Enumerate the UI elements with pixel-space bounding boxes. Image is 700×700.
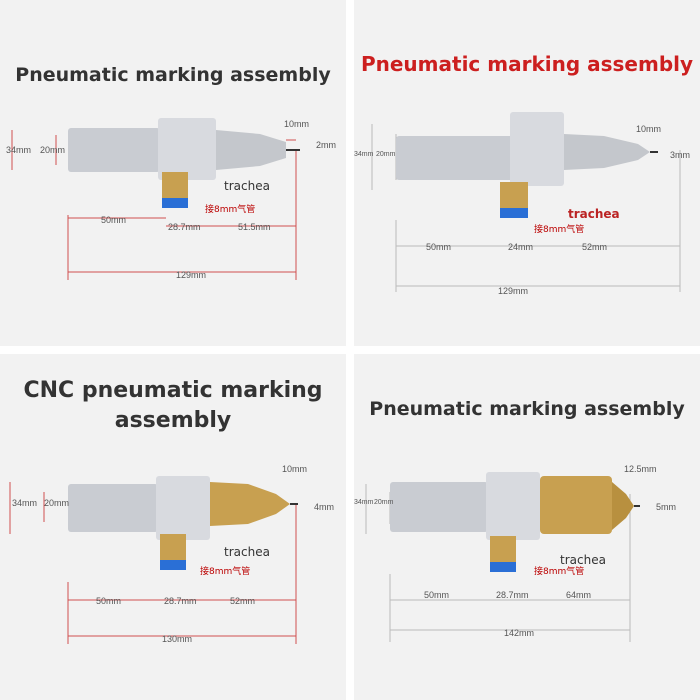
cylinder-body: [68, 484, 158, 532]
dim-total: 129mm: [176, 270, 206, 280]
dim-len2: 24mm: [508, 242, 533, 252]
cylinder-body: [68, 128, 160, 172]
dim-tip-top: 10mm: [636, 124, 661, 134]
main-block: [486, 472, 540, 540]
assembly-drawing: 34mm 20mm 12.5mm 5mm 50mm 28.7mm 64mm 14…: [354, 464, 676, 642]
cylinder-body: [396, 136, 514, 180]
dim-len3: 52mm: [230, 596, 255, 606]
nozzle: [564, 134, 650, 170]
dim-body-diameter: 34mm: [354, 151, 374, 158]
dim-tip: 4mm: [314, 502, 334, 512]
dim-tip: 3mm: [670, 150, 690, 160]
dim-inner-diameter: 20mm: [374, 499, 394, 506]
air-fitting: [490, 536, 516, 562]
assembly-drawing: 34mm 20mm 10mm 2mm 50mm 28.7mm 51.5mm 12…: [6, 118, 336, 280]
dim-tip-top: 10mm: [284, 119, 309, 129]
main-block: [156, 476, 210, 540]
dim-len3: 64mm: [566, 590, 591, 600]
dim-total: 129mm: [498, 286, 528, 296]
dim-len1: 50mm: [101, 215, 126, 225]
main-block: [158, 118, 216, 180]
dim-tip: 5mm: [656, 502, 676, 512]
dim-inner-diameter: 20mm: [40, 145, 65, 155]
dim-len3: 51.5mm: [238, 222, 271, 232]
trachea-label: trachea: [224, 545, 270, 559]
dim-body-diameter: 34mm: [6, 145, 31, 155]
dim-len2: 28.7mm: [168, 222, 201, 232]
assembly-drawing: 34mm 20mm 10mm 3mm 50mm 24mm 52mm 129mm …: [354, 112, 690, 296]
panel-1: Pneumatic marking assembly 34mm 20mm 10m…: [0, 0, 346, 346]
dim-tip: 2mm: [316, 140, 336, 150]
panel-title: Pneumatic marking assembly: [15, 64, 331, 86]
trachea-label: trachea: [560, 553, 606, 567]
dim-inner-diameter: 20mm: [44, 498, 69, 508]
dim-total: 130mm: [162, 634, 192, 644]
fitting-collar: [162, 198, 188, 208]
nozzle: [216, 130, 286, 170]
cylinder-body: [390, 482, 488, 532]
air-tube-note: 接8mm气管: [534, 223, 584, 235]
panel-title: Pneumatic marking assembly: [360, 52, 694, 76]
dim-body-diameter: 34mm: [12, 498, 37, 508]
dim-len1: 50mm: [426, 242, 451, 252]
panel-4: Pneumatic marking assembly 34mm 20mm 12.…: [354, 354, 700, 700]
brass-nozzle: [210, 482, 290, 526]
dim-body-diameter: 34mm: [354, 499, 374, 506]
trachea-label: trachea: [224, 179, 270, 193]
air-fitting: [160, 534, 186, 560]
fitting-collar: [160, 560, 186, 570]
panel-title: Pneumatic marking assembly: [369, 398, 685, 420]
air-tube-note: 接8mm气管: [200, 565, 250, 577]
panel-title: CNC pneumatic marking assembly: [23, 378, 323, 433]
air-fitting: [500, 182, 528, 208]
dim-len1: 50mm: [424, 590, 449, 600]
fitting-collar: [500, 208, 528, 218]
panel-2: Pneumatic marking assembly 34mm 20mm 10m…: [354, 0, 700, 346]
dim-tip-top: 12.5mm: [624, 464, 657, 474]
dim-len3: 52mm: [582, 242, 607, 252]
dim-len1: 50mm: [96, 596, 121, 606]
air-tube-note: 接8mm气管: [205, 203, 255, 215]
air-tube-note: 接8mm气管: [534, 565, 584, 577]
panel-3: CNC pneumatic marking assembly 34mm 20mm…: [0, 354, 346, 700]
trachea-label: trachea: [568, 207, 620, 221]
dim-tip-top: 10mm: [282, 464, 307, 474]
assembly-drawing: 34mm 20mm 10mm 4mm 50mm 28.7mm 52mm 130m…: [9, 464, 334, 644]
main-block: [510, 112, 564, 186]
dim-len2: 28.7mm: [164, 596, 197, 606]
fitting-collar: [490, 562, 516, 572]
brass-cap: [612, 482, 634, 530]
dim-len2: 28.7mm: [496, 590, 529, 600]
dim-inner-diameter: 20mm: [376, 151, 396, 158]
brass-housing: [540, 476, 612, 534]
air-fitting: [162, 172, 188, 198]
dim-total: 142mm: [504, 628, 534, 638]
